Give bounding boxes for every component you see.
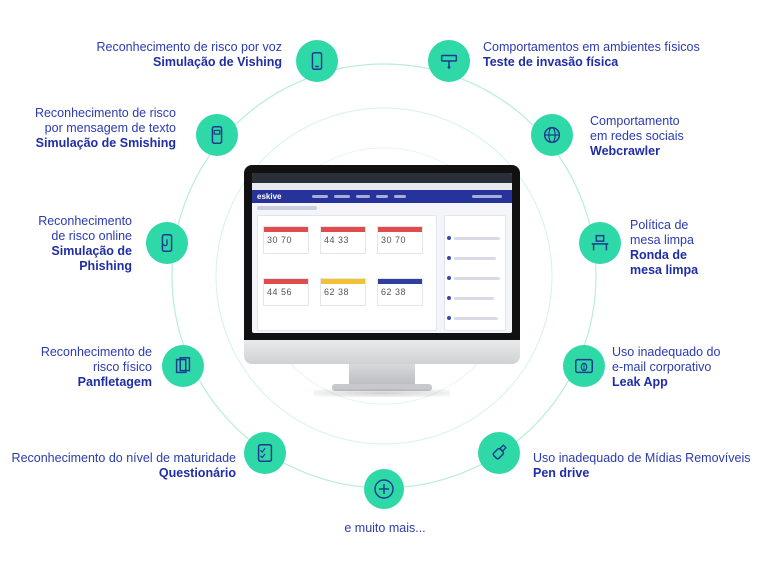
feed-item — [454, 317, 498, 320]
feed-item — [454, 257, 496, 260]
metric-card: 30 70 — [263, 226, 309, 254]
node-leak-app — [563, 345, 605, 387]
node-questionario — [244, 432, 286, 474]
metric-card: 30 70 — [377, 226, 423, 254]
security-camera-icon — [440, 54, 458, 69]
label-pen-drive: Uso inadequado de Mídias Removíveis Pen … — [533, 451, 751, 480]
app-logo: eskive — [257, 192, 282, 201]
card-values: 62 38 — [324, 287, 350, 297]
browser-bar — [252, 173, 512, 183]
node-vishing — [296, 40, 338, 82]
metric-card: 62 38 — [320, 278, 366, 306]
nav-item — [394, 195, 406, 198]
nav-item — [376, 195, 388, 198]
phishing-hook-icon — [161, 234, 173, 252]
feed-item — [454, 237, 500, 240]
node-pen-drive — [478, 432, 520, 474]
card-values: 44 56 — [267, 287, 293, 297]
nav-item — [334, 195, 350, 198]
label-smishing: Reconhecimento de risco por mensagem de … — [34, 106, 176, 150]
metric-card: 44 56 — [263, 278, 309, 306]
card-values: 30 70 — [267, 235, 293, 245]
bug-icon — [575, 358, 593, 374]
node-mesa-limpa — [579, 222, 621, 264]
monitor-mockup: eskive 30 70 44 33 30 70 44 56 62 38 62 … — [244, 165, 520, 397]
feed-avatar — [447, 296, 451, 300]
more-node — [364, 469, 404, 509]
monitor-shadow — [314, 389, 450, 397]
nav-item — [312, 195, 328, 198]
feed-item — [454, 297, 494, 300]
monitor-chin — [244, 340, 520, 364]
flyer-icon — [175, 357, 191, 374]
checklist-icon — [257, 444, 273, 462]
feed-avatar — [447, 316, 451, 320]
dashboard-screenshot: eskive 30 70 44 33 30 70 44 56 62 38 62 … — [252, 173, 512, 333]
breadcrumb — [257, 206, 317, 210]
card-values: 62 38 — [381, 287, 407, 297]
nav-item — [356, 195, 370, 198]
feed-item — [454, 277, 500, 280]
label-invasao-fisica: Comportamentos em ambientes físicos Test… — [483, 40, 700, 69]
feed-avatar — [447, 256, 451, 260]
user-menu — [472, 195, 502, 198]
node-smishing — [196, 114, 238, 156]
card-bar — [264, 279, 308, 284]
dashboard-panel: 30 70 44 33 30 70 44 56 62 38 62 38 — [257, 215, 437, 331]
label-webcrawler: Comportamento em redes sociais Webcrawle… — [590, 114, 684, 158]
app-header: eskive — [252, 190, 512, 203]
label-mesa-limpa: Política de mesa limpa Ronda de mesa lim… — [630, 218, 699, 277]
card-bar — [321, 279, 365, 284]
usb-drive-icon — [492, 444, 507, 460]
feed-avatar — [447, 236, 451, 240]
card-bar — [378, 279, 422, 284]
browser-url-bar — [252, 183, 512, 190]
feed-avatar — [447, 276, 451, 280]
plus-icon — [374, 479, 394, 499]
node-phishing — [146, 222, 188, 264]
node-panfletagem — [162, 345, 204, 387]
card-values: 30 70 — [381, 235, 407, 245]
activity-feed-panel — [444, 215, 506, 331]
more-label: e muito mais... — [344, 521, 426, 535]
phone-icon — [311, 52, 323, 70]
card-values: 44 33 — [324, 235, 350, 245]
message-icon — [211, 126, 223, 144]
node-webcrawler — [531, 114, 573, 156]
globe-icon — [543, 126, 561, 144]
label-leak-app: Uso inadequado do e-mail corporativo Lea… — [612, 345, 721, 389]
monitor-base — [332, 384, 432, 391]
metric-card: 62 38 — [377, 278, 423, 306]
card-bar — [321, 227, 365, 232]
desk-icon — [591, 234, 609, 251]
monitor-stand — [349, 364, 415, 386]
label-phishing: Reconhecimento de risco online Simulação… — [38, 214, 132, 273]
metric-card: 44 33 — [320, 226, 366, 254]
card-bar — [378, 227, 422, 232]
label-questionario: Reconhecimento do nível de maturidade Qu… — [11, 451, 236, 480]
label-vishing: Reconhecimento de risco por voz Simulaçã… — [96, 40, 282, 69]
card-bar — [264, 227, 308, 232]
label-panfletagem: Reconhecimento de risco físico Panfletag… — [40, 345, 152, 389]
node-invasao-fisica — [428, 40, 470, 82]
